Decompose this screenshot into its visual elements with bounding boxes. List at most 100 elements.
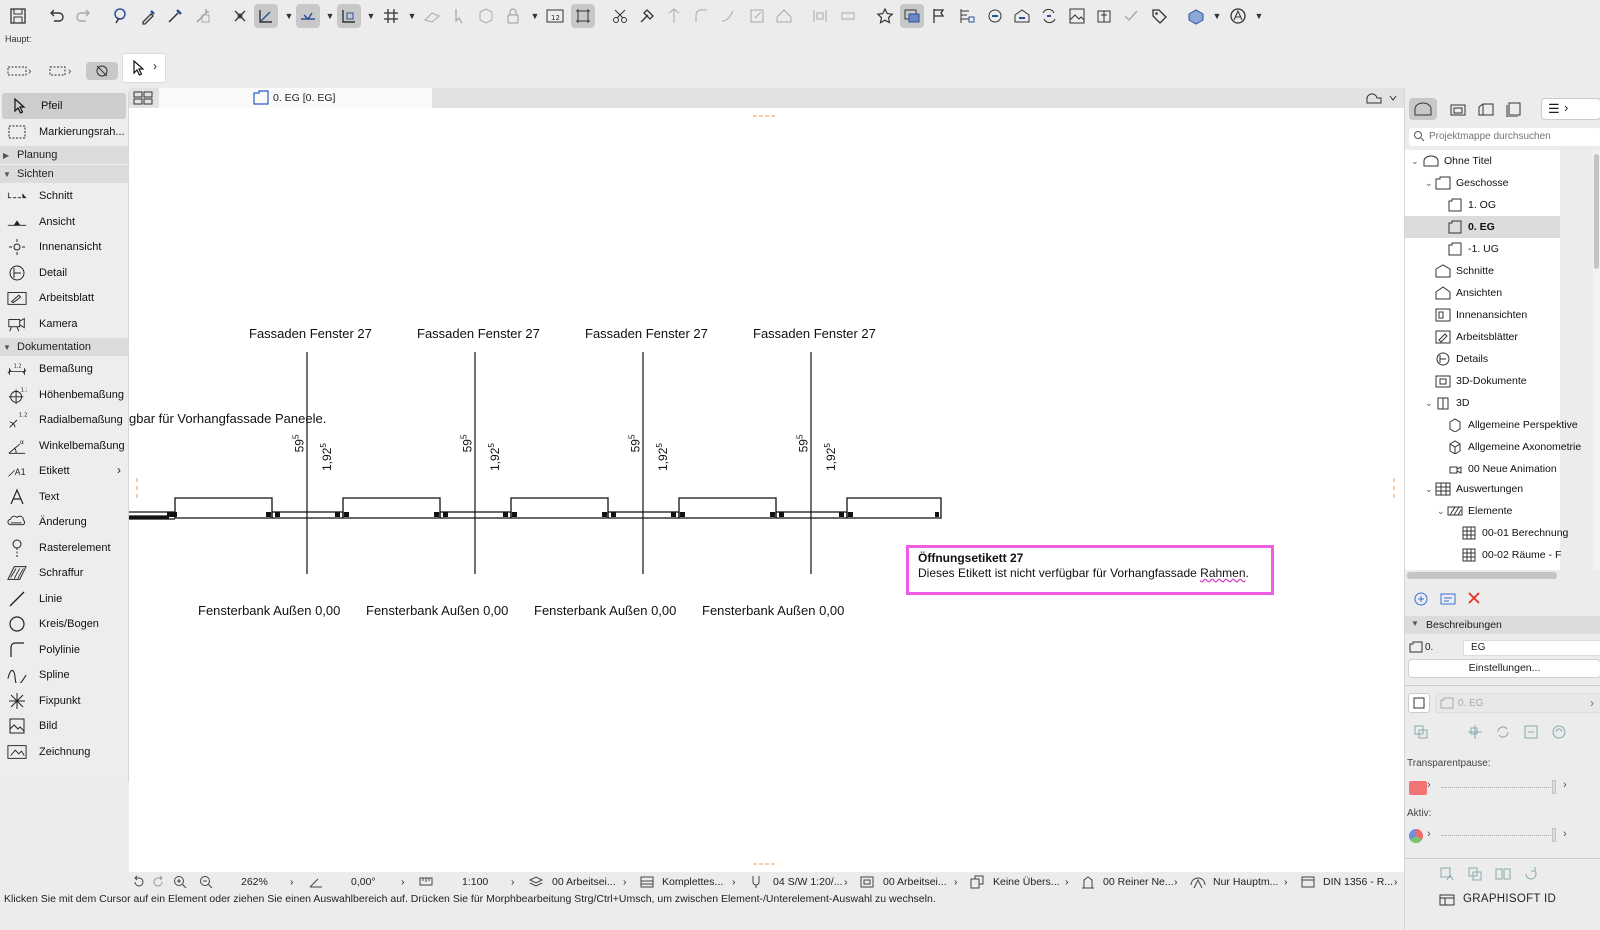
snap-icon[interactable] — [228, 4, 252, 28]
trace-reset-icon[interactable] — [1523, 866, 1539, 882]
aktiv-slider[interactable] — [1441, 835, 1551, 836]
tree-item-auswertungen[interactable]: Auswertungen — [1435, 482, 1523, 496]
chevron-down-icon[interactable]: ▼ — [366, 11, 376, 21]
layout-icon[interactable] — [571, 4, 595, 28]
grid-snap-icon[interactable] — [379, 4, 403, 28]
tree-item-1ug[interactable]: -1. UG — [1447, 242, 1499, 256]
view-settings-icon[interactable] — [1408, 693, 1430, 713]
delete-icon[interactable] — [1467, 591, 1481, 605]
floor-plan-drawing[interactable] — [129, 108, 1404, 872]
tab-overview-icon[interactable] — [133, 90, 153, 106]
find-select-icon[interactable] — [109, 4, 133, 28]
tree-hscrollbar[interactable] — [1407, 572, 1557, 579]
color-wheel-icon[interactable] — [1409, 829, 1423, 843]
tool-rasterelement[interactable]: Rasterelement — [0, 535, 129, 561]
tool-bild[interactable]: Bild — [0, 713, 129, 739]
dimension-marker[interactable]: 595 1,925 — [459, 426, 502, 471]
tool-hoehenbemassung[interactable]: 1.2 Höhenbemaßung — [0, 382, 129, 408]
chevron-down-icon[interactable]: ⌄ — [1411, 156, 1419, 166]
tool-kamera[interactable]: Kamera — [0, 311, 129, 337]
angle-value[interactable]: 0,00° — [351, 876, 376, 888]
teamwork-icon[interactable] — [1010, 4, 1034, 28]
transparent-slider[interactable] — [1441, 787, 1551, 788]
chevron-right-icon[interactable]: › — [290, 876, 294, 888]
layout-book-icon[interactable] — [1477, 101, 1495, 117]
archicad-logo-icon[interactable] — [1226, 4, 1250, 28]
model-view-value[interactable]: Komplettes... — [662, 876, 724, 888]
pen-set-value[interactable]: 04 S/W 1:20/... — [773, 876, 843, 888]
chevron-down-icon[interactable]: ⌄ — [1425, 398, 1433, 408]
window-label[interactable]: Fassaden Fenster 27 — [249, 326, 372, 341]
navigator-search[interactable] — [1409, 128, 1600, 146]
tool-zeichnung[interactable]: Zeichnung — [0, 739, 129, 765]
tree-item-root[interactable]: Ohne Titel — [1423, 154, 1492, 168]
section-dokumentation[interactable]: ▼ Dokumentation — [0, 338, 129, 356]
rotate-back-icon[interactable] — [132, 875, 146, 889]
guide-icon[interactable] — [296, 4, 320, 28]
chevron-right-icon[interactable]: › — [844, 876, 848, 888]
layers-icon[interactable] — [900, 4, 924, 28]
rotate-view-button[interactable] — [86, 62, 118, 80]
tool-polylinie[interactable]: Polylinie — [0, 637, 129, 663]
update-icon[interactable] — [1523, 724, 1539, 740]
chevron-right-icon[interactable]: › — [1065, 876, 1069, 888]
schedule-icon[interactable] — [955, 4, 979, 28]
photo-render-icon[interactable] — [1065, 4, 1089, 28]
section-planung[interactable]: ▶ Planung — [0, 146, 129, 164]
sync-icon[interactable] — [1551, 724, 1567, 740]
chevron-right-icon[interactable]: › — [1394, 876, 1398, 888]
tool-innenansicht[interactable]: Innenansicht — [0, 234, 129, 260]
roof-icon[interactable] — [772, 4, 796, 28]
chevron-right-icon[interactable]: › — [1284, 876, 1288, 888]
tree-item-details[interactable]: Details — [1435, 352, 1488, 366]
refresh-icon[interactable] — [1495, 724, 1511, 740]
chevron-down-icon[interactable]: ▼ — [1254, 11, 1264, 21]
tree-item-geschosse[interactable]: Geschosse — [1435, 176, 1509, 190]
dimension-style-value[interactable]: 00 Arbeitsei... — [883, 876, 947, 888]
new-folder-icon[interactable] — [1440, 592, 1456, 606]
sync-icon[interactable] — [1037, 4, 1061, 28]
redo-icon[interactable] — [72, 4, 96, 28]
resize-icon[interactable] — [745, 4, 769, 28]
check-icon[interactable] — [1119, 4, 1143, 28]
trace-swap-icon[interactable] — [1467, 866, 1483, 882]
sill-label[interactable]: Fensterbank Außen 0,00 — [198, 603, 341, 618]
tree-item-3d-dokumente[interactable]: 3D-Dokumente — [1435, 374, 1527, 388]
tree-item-0eg[interactable]: 0. EG — [1447, 220, 1495, 234]
search-input[interactable] — [1429, 129, 1579, 144]
tree-item-1og[interactable]: 1. OG — [1447, 198, 1496, 212]
tag-icon[interactable] — [1147, 4, 1171, 28]
tool-etikett[interactable]: A1 Etikett › — [0, 458, 129, 484]
curtain-wall-note[interactable]: gbar für Vorhangfassade Paneele. — [129, 411, 327, 426]
tree-item-3d[interactable]: 3D — [1435, 396, 1469, 410]
tree-item-berechnung[interactable]: 00-01 Berechnung — [1461, 526, 1568, 540]
sill-label[interactable]: Fensterbank Außen 0,00 — [534, 603, 677, 618]
aktiv-slider-thumb[interactable] — [1552, 828, 1556, 842]
snap-points-icon[interactable] — [337, 4, 361, 28]
properties-section-header[interactable]: ▼ Beschreibungen — [1405, 616, 1600, 634]
tree-item-axonometrie[interactable]: Allgemeine Axonometrie — [1447, 440, 1581, 454]
sill-label[interactable]: Fensterbank Außen 0,00 — [702, 603, 845, 618]
settings-button[interactable]: Einstellungen... — [1408, 659, 1600, 678]
chevron-down-icon[interactable]: ⌄ — [1425, 178, 1433, 188]
tool-pfeil[interactable]: Pfeil — [2, 93, 126, 119]
tree-scrollbar[interactable] — [1593, 150, 1600, 570]
star-icon[interactable] — [873, 4, 897, 28]
align-icon[interactable] — [836, 4, 860, 28]
chevron-right-icon[interactable]: › — [401, 876, 405, 888]
marquee-mode-button[interactable]: › — [48, 62, 80, 80]
tool-schnitt[interactable]: Schnitt — [0, 183, 129, 209]
transparent-color-swatch[interactable] — [1409, 781, 1427, 795]
window-label[interactable]: Fassaden Fenster 27 — [585, 326, 708, 341]
chevron-down-icon[interactable]: ⌄ — [1437, 506, 1445, 516]
panel-menu-button[interactable]: ☰› — [1541, 98, 1600, 120]
layer-combination-value[interactable]: 00 Arbeitsei... — [552, 876, 616, 888]
undo-icon[interactable] — [44, 4, 68, 28]
tool-aenderung[interactable]: Änderung — [0, 509, 129, 535]
sill-label[interactable]: Fensterbank Außen 0,00 — [366, 603, 509, 618]
tool-detail[interactable]: Detail — [0, 260, 129, 286]
rotate-forward-icon[interactable] — [151, 875, 165, 889]
offset-icon[interactable] — [662, 4, 686, 28]
graphic-override-value[interactable]: Keine Übers... — [993, 876, 1060, 888]
tool-fixpunkt[interactable]: Fixpunkt — [0, 688, 129, 714]
